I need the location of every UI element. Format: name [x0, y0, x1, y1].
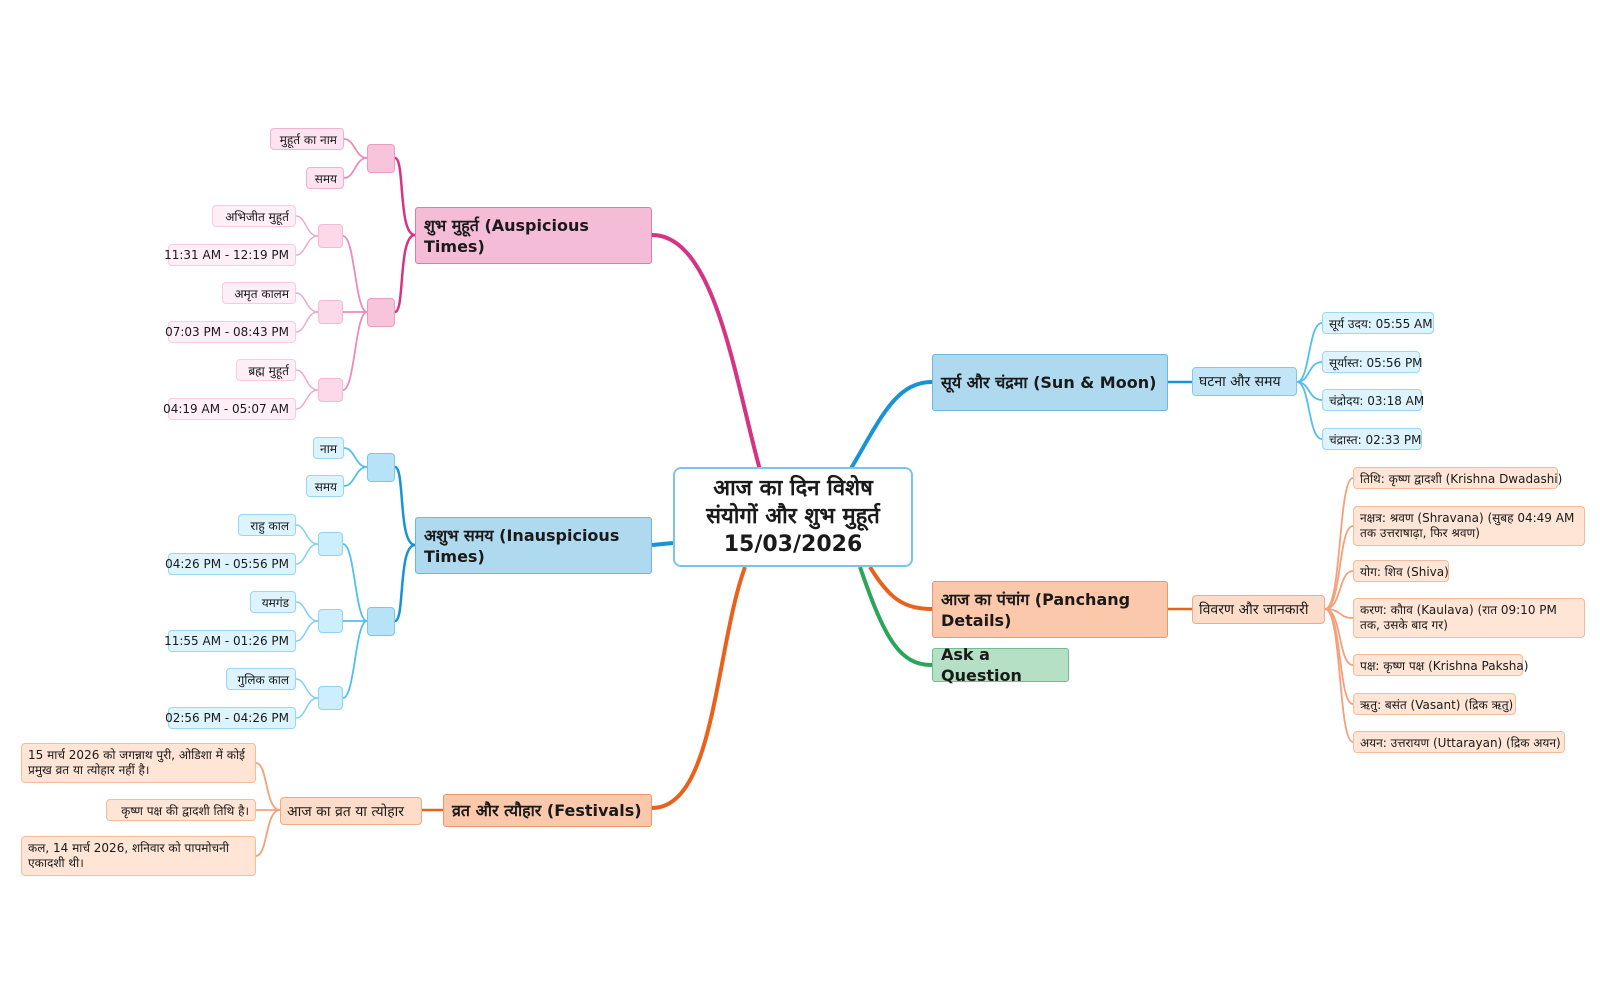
auspicious-times-topic[interactable]: शुभ मुहूर्त (Auspicious Times) — [415, 207, 652, 264]
inauspicious-times-title: अशुभ समय (Inauspicious Times) — [424, 525, 620, 566]
auspicious-item-3-name-label: ब्रह्म मुहूर्त — [248, 363, 289, 378]
moonrise-text: चंद्रोदय: 03:18 AM — [1329, 393, 1425, 408]
inauspicious-item-2-name-label: यमगंड — [261, 595, 289, 610]
auspicious-header-hub[interactable] — [367, 144, 395, 173]
panchang-karana-text: करण: कौाव (Kaulava) (रात 09:10 PM तक, उस… — [1360, 603, 1557, 632]
auspicious-item-2-name[interactable]: अमृत कालम — [222, 282, 296, 304]
inauspicious-header-name-label: नाम — [320, 441, 337, 456]
sun-moon-group-label: घटना और समय — [1199, 374, 1281, 390]
inauspicious-item-1-time[interactable]: 04:26 PM - 05:56 PM — [165, 553, 296, 575]
central-topic-line1: आज का दिन विशेष — [713, 476, 873, 501]
inauspicious-item-1-time-label: 04:26 PM - 05:56 PM — [165, 557, 289, 571]
festivals-group-label: आज का व्रत या त्योहार — [287, 803, 404, 820]
inauspicious-item-1-name-label: राहु काल — [250, 518, 289, 533]
panchang-ayan[interactable]: अयन: उत्तरायण (Uttarayan) (द्रिक अयन) — [1353, 731, 1565, 753]
moonset-text: चंद्रास्त: 02:33 PM — [1329, 432, 1422, 447]
inauspicious-header-name[interactable]: नाम — [313, 437, 344, 459]
inauspicious-header-time-label: समय — [314, 479, 337, 494]
panchang-karana[interactable]: करण: कौाव (Kaulava) (रात 09:10 PM तक, उस… — [1353, 598, 1585, 638]
sunset-item[interactable]: सूर्यास्त: 05:56 PM — [1322, 351, 1423, 373]
inauspicious-item-3-time[interactable]: 02:56 PM - 04:26 PM — [165, 707, 296, 729]
auspicious-items-hub[interactable] — [367, 298, 395, 327]
panchang-paksha-text: पक्ष: कृष्ण पक्ष (Krishna Paksha) — [1360, 658, 1529, 673]
sunset-text: सूर्यास्त: 05:56 PM — [1329, 355, 1423, 370]
central-topic[interactable]: आज का दिन विशेष संयोगों और शुभ मुहूर्त 1… — [673, 467, 913, 567]
auspicious-item-hub-2[interactable] — [318, 300, 343, 324]
auspicious-header-time-label: समय — [314, 171, 337, 186]
festival-note-1[interactable]: 15 मार्च 2026 को जगन्नाथ पुरी, ओडिशा में… — [21, 743, 256, 783]
auspicious-item-3-name[interactable]: ब्रह्म मुहूर्त — [236, 359, 296, 381]
festivals-group[interactable]: आज का व्रत या त्योहार — [280, 797, 422, 825]
auspicious-item-2-time[interactable]: 07:03 PM - 08:43 PM — [165, 321, 296, 343]
inauspicious-item-2-time-label: 11:55 AM - 01:26 PM — [164, 634, 289, 648]
festival-note-3[interactable]: कल, 14 मार्च 2026, शनिवार को पापमोचनी एक… — [21, 836, 256, 876]
inauspicious-times-topic[interactable]: अशुभ समय (Inauspicious Times) — [415, 517, 652, 574]
moonrise-item[interactable]: चंद्रोदय: 03:18 AM — [1322, 389, 1425, 411]
inauspicious-header-hub[interactable] — [367, 453, 395, 482]
sun-moon-group[interactable]: घटना और समय — [1192, 367, 1297, 396]
inauspicious-item-hub-2[interactable] — [318, 609, 343, 633]
auspicious-item-2-time-label: 07:03 PM - 08:43 PM — [165, 325, 289, 339]
sun-moon-topic[interactable]: सूर्य और चंद्रमा (Sun & Moon) — [932, 354, 1168, 411]
central-topic-date: 15/03/2026 — [723, 532, 863, 557]
panchang-tithi-text: तिथि: कृष्ण द्वादशी (Krishna Dwadashi) — [1360, 471, 1563, 486]
auspicious-header-time[interactable]: समय — [306, 167, 344, 189]
panchang-paksha[interactable]: पक्ष: कृष्ण पक्ष (Krishna Paksha) — [1353, 654, 1528, 676]
inauspicious-item-3-name[interactable]: गुलिक काल — [226, 668, 296, 690]
auspicious-times-title: शुभ मुहूर्त (Auspicious Times) — [424, 215, 589, 256]
panchang-yoga-text: योग: शिव (Shiva) — [1360, 564, 1449, 579]
ask-question-label: Ask a Question — [941, 645, 1022, 685]
auspicious-header-name-label: मुहूर्त का नाम — [279, 132, 337, 147]
inauspicious-item-2-time[interactable]: 11:55 AM - 01:26 PM — [164, 630, 296, 652]
panchang-title: आज का पंचांग (Panchang Details) — [941, 589, 1131, 630]
festival-note-3-text: कल, 14 मार्च 2026, शनिवार को पापमोचनी एक… — [28, 841, 229, 870]
inauspicious-item-hub-1[interactable] — [318, 532, 343, 556]
ask-question-button[interactable]: Ask a Question — [932, 645, 1069, 685]
panchang-ritu-text: ऋतु: बसंत (Vasant) (द्रिक ऋतु) — [1360, 697, 1514, 712]
inauspicious-header-time[interactable]: समय — [306, 475, 344, 497]
inauspicious-item-3-name-label: गुलिक काल — [237, 672, 290, 687]
auspicious-item-3-time[interactable]: 04:19 AM - 05:07 AM — [163, 398, 296, 420]
panchang-nakshatra-text: नक्षत्र: श्रवण (Shravana) (सुबह 04:49 AM… — [1360, 511, 1575, 540]
central-topic-line2: संयोगों और शुभ मुहूर्त — [706, 504, 880, 529]
inauspicious-item-3-time-label: 02:56 PM - 04:26 PM — [165, 711, 289, 725]
auspicious-item-3-time-label: 04:19 AM - 05:07 AM — [163, 402, 289, 416]
panchang-group-label: विवरण और जानकारी — [1199, 602, 1309, 618]
auspicious-item-1-name-label: अभिजीत मुहूर्त — [225, 209, 289, 224]
inauspicious-item-2-name[interactable]: यमगंड — [250, 591, 296, 613]
sun-moon-title: सूर्य और चंद्रमा (Sun & Moon) — [941, 373, 1157, 392]
inauspicious-item-hub-3[interactable] — [318, 686, 343, 710]
panchang-nakshatra[interactable]: नक्षत्र: श्रवण (Shravana) (सुबह 04:49 AM… — [1353, 506, 1585, 546]
festival-note-2-text: कृष्ण पक्ष की द्वादशी तिथि है। — [121, 803, 249, 818]
festivals-title: व्रत और त्यौहार (Festivals) — [452, 801, 642, 820]
auspicious-item-hub-1[interactable] — [318, 224, 343, 248]
panchang-ritu[interactable]: ऋतु: बसंत (Vasant) (द्रिक ऋतु) — [1353, 693, 1516, 715]
panchang-group[interactable]: विवरण और जानकारी — [1192, 595, 1325, 624]
auspicious-item-1-name[interactable]: अभिजीत मुहूर्त — [212, 205, 296, 227]
auspicious-header-name[interactable]: मुहूर्त का नाम — [270, 128, 344, 150]
sunrise-item[interactable]: सूर्य उदय: 05:55 AM — [1322, 312, 1434, 334]
inauspicious-item-1-name[interactable]: राहु काल — [238, 514, 296, 536]
panchang-tithi[interactable]: तिथि: कृष्ण द्वादशी (Krishna Dwadashi) — [1353, 467, 1562, 489]
festival-note-1-text: 15 मार्च 2026 को जगन्नाथ पुरी, ओडिशा में… — [28, 748, 245, 777]
moonset-item[interactable]: चंद्रास्त: 02:33 PM — [1322, 428, 1422, 450]
sunrise-text: सूर्य उदय: 05:55 AM — [1329, 316, 1433, 331]
festival-note-2[interactable]: कृष्ण पक्ष की द्वादशी तिथि है। — [106, 799, 256, 821]
inauspicious-items-hub[interactable] — [367, 607, 395, 636]
panchang-yoga[interactable]: योग: शिव (Shiva) — [1353, 560, 1449, 582]
auspicious-item-hub-3[interactable] — [318, 378, 343, 402]
festivals-topic[interactable]: व्रत और त्यौहार (Festivals) — [443, 794, 652, 827]
panchang-ayan-text: अयन: उत्तरायण (Uttarayan) (द्रिक अयन) — [1360, 735, 1561, 750]
panchang-topic[interactable]: आज का पंचांग (Panchang Details) — [932, 581, 1168, 638]
auspicious-item-1-time[interactable]: 11:31 AM - 12:19 PM — [164, 244, 296, 266]
auspicious-item-1-time-label: 11:31 AM - 12:19 PM — [164, 248, 289, 262]
auspicious-item-2-name-label: अमृत कालम — [234, 286, 289, 301]
